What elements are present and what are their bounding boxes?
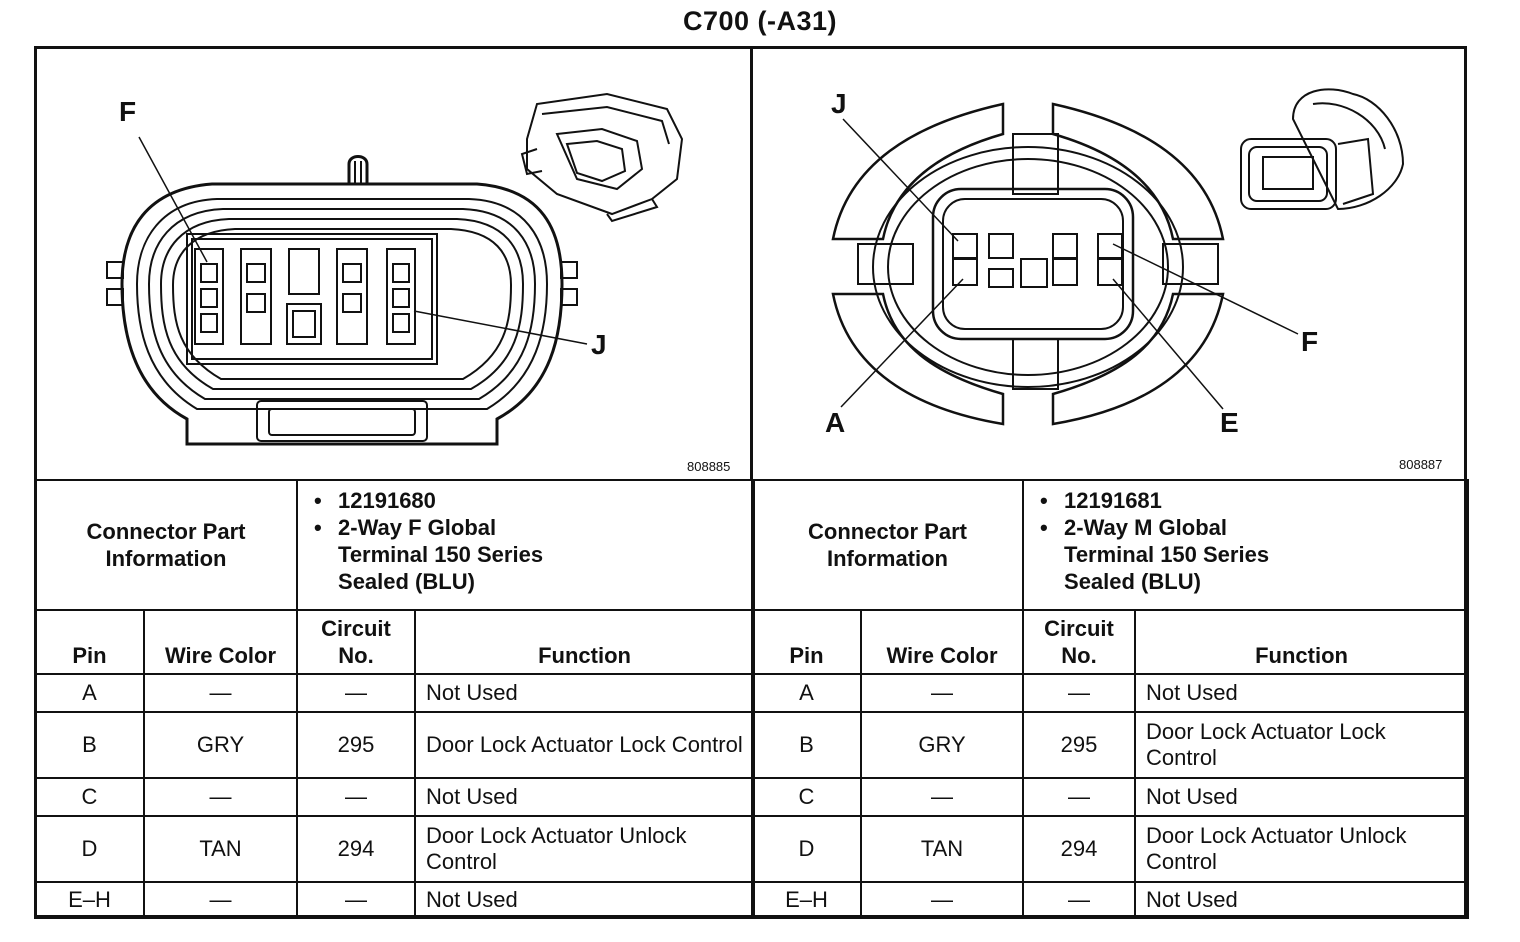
function-cell: Door Lock Actuator Lock Control <box>1134 711 1470 779</box>
wire-color-cell: — <box>142 673 299 713</box>
table-row: E–H — — Not Used <box>34 881 756 919</box>
right-part-info: 12191681 2-Way M Global Terminal 150 Ser… <box>1022 479 1470 611</box>
left-connector-figure: F J 808885 <box>37 49 750 479</box>
left-pin-label-f: F <box>119 96 136 127</box>
pin-cell: B <box>751 711 862 779</box>
right-connector-figure: J F A E 808887 <box>753 49 1467 479</box>
right-pin-label-j: J <box>831 88 847 119</box>
right-pin-label-f: F <box>1301 326 1318 357</box>
table-row: E–H — — Not Used <box>751 881 1470 919</box>
right-header-wire-color: Wire Color <box>859 609 1025 675</box>
page-title: C700 (-A31) <box>682 6 838 36</box>
left-header-row: Pin Wire Color Circuit No. Function <box>34 609 756 675</box>
function-cell: Not Used <box>414 777 756 817</box>
pin-cell: E–H <box>751 881 862 919</box>
left-pinout-section: Connector Part Information 12191680 2-Wa… <box>33 479 756 919</box>
table-row: B GRY 295 Door Lock Actuator Lock Contro… <box>34 711 756 779</box>
table-row: C — — Not Used <box>34 777 756 817</box>
left-connector-info-label: Connector Part Information <box>33 479 299 611</box>
circuit-cell: — <box>1022 673 1137 713</box>
left-figure-number: 808885 <box>687 459 731 474</box>
circuit-cell: — <box>1022 881 1137 919</box>
left-header-pin: Pin <box>34 609 145 675</box>
wire-color-cell: — <box>859 673 1025 713</box>
figure-divider <box>750 46 753 481</box>
pin-cell: C <box>751 777 862 817</box>
right-header-row: Pin Wire Color Circuit No. Function <box>751 609 1470 675</box>
right-header-function: Function <box>1134 609 1470 675</box>
left-pinout-table: Connector Part Information 12191680 2-Wa… <box>33 479 756 919</box>
function-cell: Not Used <box>1134 881 1470 919</box>
right-pin-label-e: E <box>1220 407 1239 438</box>
function-cell: Not Used <box>1134 777 1470 817</box>
left-header-function: Function <box>414 609 756 675</box>
circuit-cell: 295 <box>1022 711 1137 779</box>
right-figure-number: 808887 <box>1399 457 1443 472</box>
circuit-cell: — <box>296 777 417 817</box>
function-cell: Not Used <box>414 673 756 713</box>
function-cell: Not Used <box>1134 673 1470 713</box>
left-connector-info-row: Connector Part Information 12191680 2-Wa… <box>33 479 756 611</box>
circuit-cell: — <box>296 673 417 713</box>
left-pin-label-j: J <box>591 329 607 360</box>
function-cell: Not Used <box>414 881 756 919</box>
table-row: C — — Not Used <box>751 777 1470 817</box>
left-part-number: 12191680 <box>314 487 743 514</box>
pin-cell: D <box>751 815 862 883</box>
wire-color-cell: — <box>859 881 1025 919</box>
function-cell: Door Lock Actuator Unlock Control <box>1134 815 1470 883</box>
right-header-pin: Pin <box>751 609 862 675</box>
circuit-cell: — <box>296 881 417 919</box>
circuit-cell: — <box>1022 777 1137 817</box>
right-connector-info-label: Connector Part Information <box>750 479 1025 611</box>
circuit-cell: 295 <box>296 711 417 779</box>
right-pin-label-a: A <box>825 407 845 438</box>
left-header-circuit: Circuit No. <box>296 609 417 675</box>
female-connector-drawing: F J <box>106 92 684 446</box>
right-part-description: 2-Way M Global Terminal 150 Series Seale… <box>1040 514 1314 595</box>
table-row: B GRY 295 Door Lock Actuator Lock Contro… <box>751 711 1470 779</box>
pin-cell: D <box>34 815 145 883</box>
left-header-wire-color: Wire Color <box>142 609 299 675</box>
pin-cell: A <box>751 673 862 713</box>
wire-color-cell: — <box>859 777 1025 817</box>
pin-cell: A <box>34 673 145 713</box>
function-cell: Door Lock Actuator Lock Control <box>414 711 756 779</box>
pin-cell: C <box>34 777 145 817</box>
male-connector-drawing: J F A E <box>825 88 1405 438</box>
right-part-number: 12191681 <box>1040 487 1457 514</box>
table-row: D TAN 294 Door Lock Actuator Unlock Cont… <box>34 815 756 883</box>
right-header-circuit: Circuit No. <box>1022 609 1137 675</box>
circuit-cell: 294 <box>296 815 417 883</box>
circuit-cell: 294 <box>1022 815 1137 883</box>
wire-color-cell: TAN <box>859 815 1025 883</box>
table-row: A — — Not Used <box>34 673 756 713</box>
right-pinout-section: Connector Part Information 12191681 2-Wa… <box>750 479 1470 919</box>
pin-cell: E–H <box>34 881 145 919</box>
wire-color-cell: — <box>142 777 299 817</box>
wire-color-cell: GRY <box>859 711 1025 779</box>
right-connector-info-row: Connector Part Information 12191681 2-Wa… <box>750 479 1470 611</box>
left-part-info: 12191680 2-Way F Global Terminal 150 Ser… <box>296 479 756 611</box>
table-row: A — — Not Used <box>751 673 1470 713</box>
left-part-description: 2-Way F Global Terminal 150 Series Seale… <box>314 514 588 595</box>
right-pinout-table: Connector Part Information 12191681 2-Wa… <box>750 479 1470 919</box>
wire-color-cell: — <box>142 881 299 919</box>
wire-color-cell: GRY <box>142 711 299 779</box>
pin-cell: B <box>34 711 145 779</box>
wire-color-cell: TAN <box>142 815 299 883</box>
table-row: D TAN 294 Door Lock Actuator Unlock Cont… <box>751 815 1470 883</box>
function-cell: Door Lock Actuator Unlock Control <box>414 815 756 883</box>
